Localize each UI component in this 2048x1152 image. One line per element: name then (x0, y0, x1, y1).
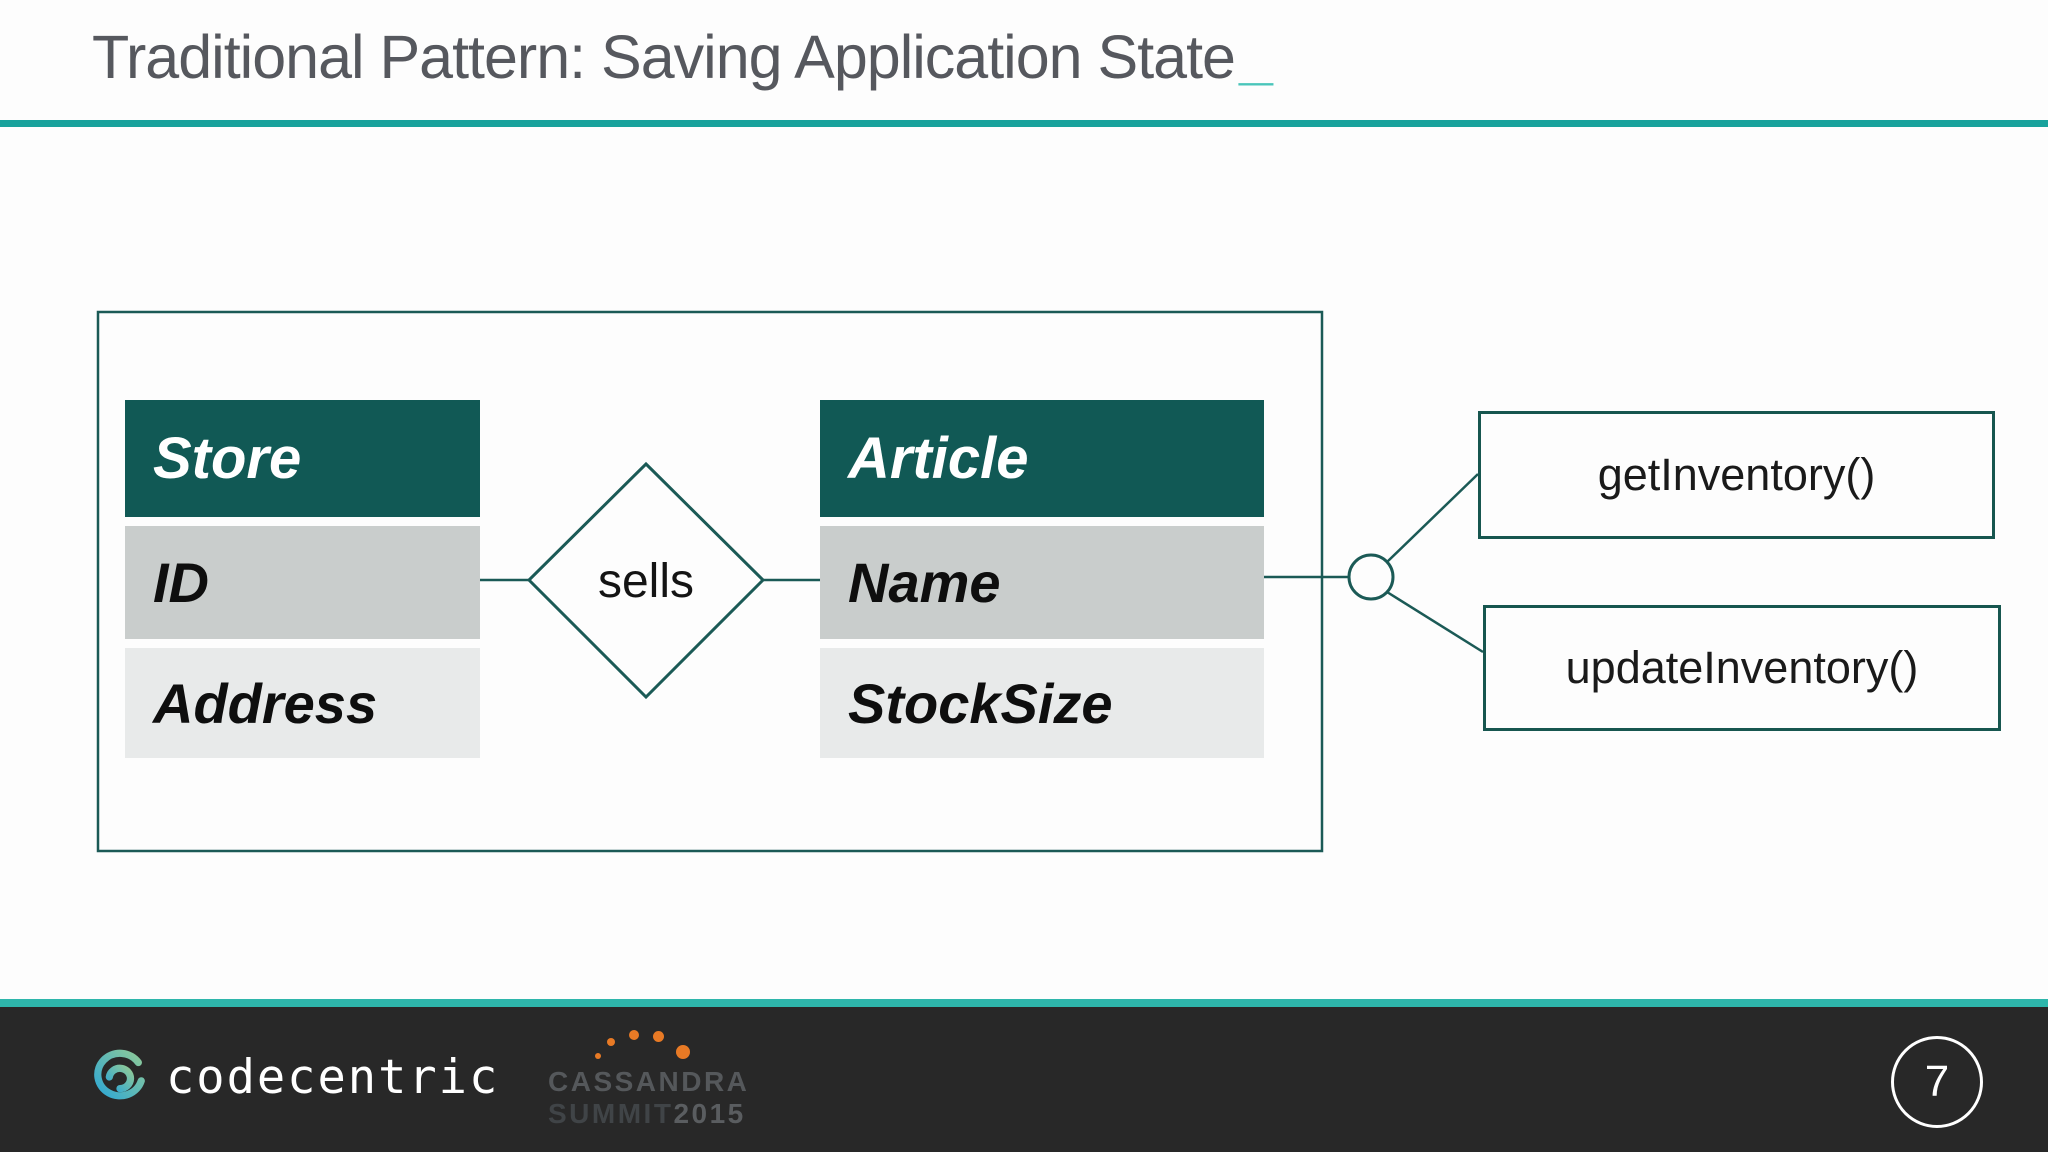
title-cursor: _ (1238, 23, 1273, 91)
cassandra-summit-logo: CASSANDRA SUMMIT2015 (548, 1028, 788, 1138)
page-number: 7 (1924, 1057, 1950, 1106)
title-divider-line (0, 120, 2048, 127)
entity-article-header: Article (820, 400, 1264, 517)
page-title-text: Traditional Pattern: Saving Application … (92, 23, 1236, 91)
connector-junction-updateinventory (1386, 590, 1484, 654)
cassandra-logo-year: 2015 (673, 1098, 746, 1129)
relationship-diamond (526, 461, 766, 700)
codecentric-logo-text: codecentric (166, 1049, 500, 1105)
codecentric-swirl-icon (94, 1049, 145, 1100)
cassandra-dot-icon (676, 1045, 690, 1059)
page-title: Traditional Pattern: Saving Application … (92, 22, 1273, 92)
entity-store: Store ID Address (125, 400, 480, 767)
cassandra-dot-icon (653, 1031, 664, 1042)
entity-article-attribute-name: Name (820, 526, 1264, 639)
footer-divider-line (0, 999, 2048, 1007)
cassandra-logo-line1: CASSANDRA (548, 1066, 750, 1097)
entity-store-attribute-id: ID (125, 526, 480, 639)
entity-store-header: Store (125, 400, 480, 517)
entity-article: Article Name StockSize (820, 400, 1264, 767)
cassandra-dot-icon (595, 1053, 601, 1059)
page-number-badge: 7 (1891, 1036, 1983, 1128)
diagram-outer-box (96, 310, 1324, 853)
cassandra-dot-icon (629, 1030, 639, 1040)
footer-bar (0, 1007, 2048, 1152)
method-box-updateinventory: updateInventory() (1483, 605, 2001, 731)
entity-store-attribute-address: Address (125, 648, 480, 758)
cassandra-logo-line2: SUMMIT2015 (548, 1098, 746, 1130)
junction-circle (1347, 553, 1395, 601)
method-box-getinventory: getInventory() (1478, 411, 1995, 539)
connector-junction-getinventory (1386, 473, 1479, 563)
cassandra-dot-icon (607, 1038, 615, 1046)
relationship-label: sells (597, 554, 695, 608)
codecentric-logo: codecentric (88, 1048, 499, 1106)
cassandra-logo-summit: SUMMIT (548, 1098, 674, 1129)
entity-article-attribute-stocksize: StockSize (820, 648, 1264, 758)
